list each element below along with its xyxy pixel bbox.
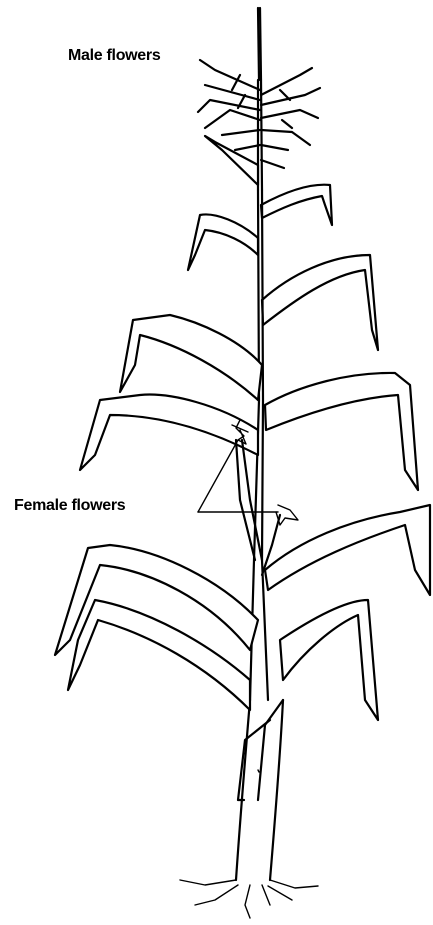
lower-leaves [55,505,430,720]
female-flowers-label: Female flowers [14,497,125,515]
tassel [198,8,320,190]
roots [180,880,318,918]
upper-leaves [188,185,378,350]
middle-leaves [80,315,418,490]
male-flowers-label: Male flowers [68,47,160,65]
